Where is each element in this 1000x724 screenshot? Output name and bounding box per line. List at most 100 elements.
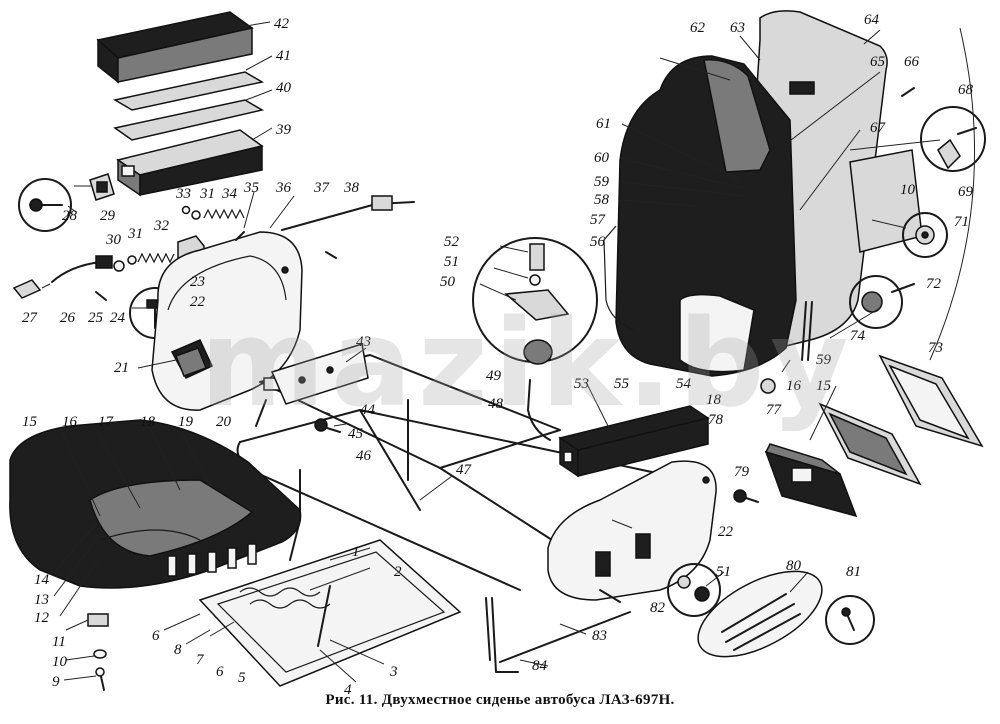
callout-60: 60	[594, 150, 610, 166]
part-77-knob	[760, 378, 776, 394]
callout-57: 57	[590, 212, 607, 228]
detail-circle-72-74	[849, 275, 915, 329]
callout-22a: 22	[190, 294, 206, 310]
callout-74: 74	[850, 328, 866, 344]
part-34-spring	[203, 208, 245, 220]
callout-9: 9	[52, 674, 60, 690]
part-63-backrest	[603, 55, 815, 377]
callout-18a: 18	[140, 414, 156, 430]
part-79-bolt	[733, 489, 759, 503]
callout-18b: 18	[706, 392, 722, 408]
detail-circle-68-69	[920, 106, 986, 172]
callout-30: 30	[105, 232, 122, 248]
callout-31b: 31	[199, 186, 215, 202]
callout-19: 19	[178, 414, 194, 430]
part-33-31-washers	[181, 205, 201, 220]
part-25-screw	[95, 291, 107, 301]
detail-circle-82-51	[667, 563, 721, 617]
callout-66: 66	[904, 54, 920, 70]
callout-51b: 51	[716, 564, 731, 580]
callout-45: 45	[348, 426, 364, 442]
callout-56: 56	[590, 234, 606, 250]
callout-4: 4	[344, 682, 352, 698]
callout-36: 36	[275, 180, 292, 196]
callout-28: 28	[62, 208, 78, 224]
callout-48: 48	[488, 396, 504, 412]
part-22-side-frame-right	[547, 460, 717, 601]
callout-68: 68	[958, 82, 974, 98]
callout-80: 80	[786, 558, 802, 574]
callout-12: 12	[34, 610, 50, 626]
callout-32: 32	[153, 218, 170, 234]
callout-24: 24	[110, 310, 126, 326]
callout-54: 54	[676, 376, 692, 392]
callout-10: 10	[52, 654, 68, 670]
callout-20: 20	[216, 414, 232, 430]
leader-lines	[41, 21, 976, 683]
callout-69: 69	[958, 184, 974, 200]
callout-14: 14	[34, 572, 50, 588]
part-75-ashtray-insert	[818, 402, 922, 486]
part-30-31-washers	[113, 255, 137, 272]
callout-79: 79	[734, 464, 750, 480]
part-26-lever	[51, 255, 113, 283]
detail-circle-81	[825, 595, 875, 645]
part-73-ashtray-frame	[878, 354, 984, 448]
callout-15b: 15	[816, 378, 832, 394]
part-21-bracket	[170, 339, 213, 379]
part-66-screw	[901, 87, 915, 97]
part-39-box	[116, 129, 264, 197]
part-45-knob	[314, 418, 341, 433]
callout-61: 61	[596, 116, 611, 132]
callout-26: 26	[60, 310, 76, 326]
callout-42: 42	[274, 16, 290, 32]
part-43-plate	[270, 343, 369, 405]
part-9-10-11-fasteners	[87, 613, 109, 691]
callout-71: 71	[954, 214, 969, 230]
callout-59a: 59	[594, 174, 610, 190]
callout-23: 23	[190, 274, 205, 290]
part-83-84-legs	[485, 589, 631, 673]
callout-50: 50	[440, 274, 456, 290]
callout-11: 11	[52, 634, 66, 650]
callout-16a: 16	[62, 414, 78, 430]
callout-64: 64	[864, 12, 880, 28]
callout-46: 46	[356, 448, 372, 464]
callout-39: 39	[275, 122, 292, 138]
part-40-pad	[113, 99, 265, 141]
callout-35: 35	[243, 180, 260, 196]
part-32-spring	[137, 252, 175, 264]
callout-5: 5	[238, 670, 246, 686]
callout-63: 63	[730, 20, 745, 36]
callout-81: 81	[846, 564, 861, 580]
callout-72: 72	[926, 276, 942, 292]
callout-15a: 15	[22, 414, 38, 430]
callout-2: 2	[394, 564, 402, 580]
part-70-label-plate	[849, 149, 923, 253]
callout-83: 83	[592, 628, 607, 644]
part-5-base-tray	[198, 539, 462, 687]
callout-33: 33	[175, 186, 191, 202]
callout-21: 21	[114, 360, 129, 376]
callout-55: 55	[614, 376, 630, 392]
part-49-48-clamp	[523, 339, 553, 441]
part-29-plate	[89, 173, 115, 201]
part-37-38-rod	[281, 195, 415, 259]
callout-8: 8	[174, 642, 182, 658]
detail-circle-71	[902, 212, 948, 258]
callout-47: 47	[456, 462, 473, 478]
callout-51a: 51	[444, 254, 459, 270]
part-59-rod	[801, 301, 813, 361]
callout-37: 37	[313, 180, 331, 196]
callout-49: 49	[486, 368, 502, 384]
callout-44: 44	[360, 402, 376, 418]
part-numbers: 1 2 3 4 5 6 6 7 8 9 10 11 12 13 14 15 15…	[22, 12, 974, 698]
callout-27: 27	[22, 310, 39, 326]
callout-52: 52	[444, 234, 460, 250]
callout-34: 34	[221, 186, 238, 202]
part-76-ashtray-base	[764, 443, 858, 518]
callout-17: 17	[98, 414, 115, 430]
callout-62: 62	[690, 20, 706, 36]
callout-22b: 22	[718, 524, 734, 540]
